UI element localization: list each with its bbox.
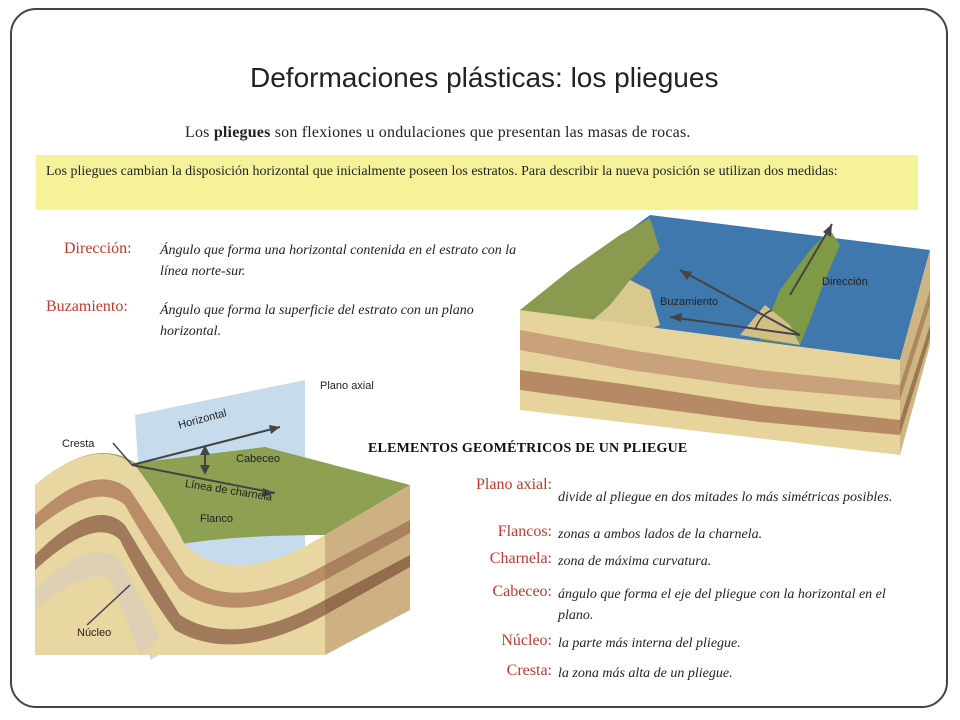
term-cabeceo: Cabeceo: [492, 583, 552, 600]
def-flancos: zonas a ambos lados de la charnela. [558, 527, 763, 542]
label-cresta: Cresta [62, 438, 95, 450]
term-direccion: Dirección: [64, 240, 132, 257]
label-direccion: Dirección [822, 276, 868, 288]
def-buzamiento: Ángulo que forma la superficie del estra… [160, 303, 474, 339]
term-nucleo: Núcleo: [501, 632, 552, 649]
term-charnela: Charnela: [489, 550, 552, 567]
fold-diagram [35, 380, 410, 660]
label-flanco: Flanco [200, 513, 234, 525]
page-title: Deformaciones plásticas: los pliegues [250, 62, 719, 93]
def-charnela: zona de máxima curvatura. [558, 554, 712, 569]
label-nucleo: Núcleo [77, 627, 112, 639]
label-buzamiento: Buzamiento [660, 296, 719, 308]
elements-title: ELEMENTOS GEOMÉTRICOS DE UN PLIEGUE [368, 441, 688, 456]
def-cresta: la zona más alta de un pliegue. [558, 666, 733, 681]
def-nucleo: la parte más interna del pliegue. [558, 636, 741, 651]
label-cabeceo: Cabeceo [236, 453, 281, 465]
label-plano-axial: Plano axial [320, 380, 374, 392]
def-cabeceo: ángulo que forma el eje del pliegue con … [558, 587, 886, 623]
strata-block-diagram [520, 215, 930, 455]
term-cresta: Cresta: [506, 662, 552, 679]
term-buzamiento: Buzamiento: [46, 298, 128, 315]
highlight-note: Los pliegues cambian la disposición hori… [36, 155, 918, 210]
slide-frame [10, 8, 948, 708]
term-flancos: Flancos: [497, 523, 552, 540]
term-plano-axial: Plano axial: [476, 476, 552, 493]
def-plano-axial: divide al pliegue en dos mitades lo más … [558, 490, 893, 505]
def-direccion: Ángulo que forma una horizontal contenid… [160, 243, 517, 279]
intro-text: Los pliegues son flexiones u ondulacione… [185, 124, 691, 141]
